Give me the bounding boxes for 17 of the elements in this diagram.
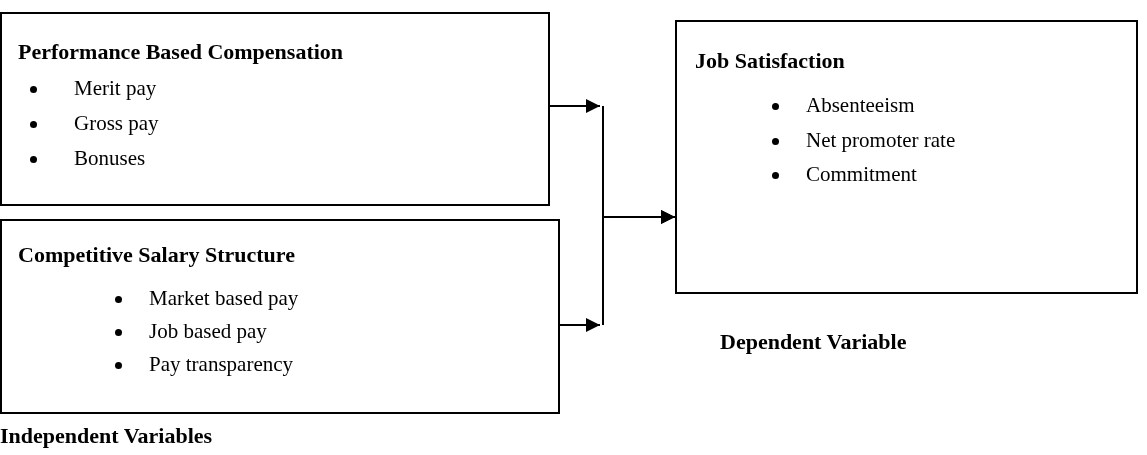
- list-item: Market based pay: [149, 288, 299, 309]
- text-box: [675, 20, 1138, 294]
- list-item: Bonuses: [74, 148, 146, 169]
- list-item: Gross pay: [74, 113, 159, 134]
- box-heading: Job Satisfaction: [695, 50, 845, 72]
- list-item: Absenteeism: [806, 95, 915, 116]
- text-box: [0, 219, 560, 414]
- group-caption: Independent Variables: [0, 425, 213, 447]
- list-item: Pay transparency: [149, 354, 294, 375]
- text-box: [0, 12, 550, 206]
- list-item: Merit pay: [74, 78, 157, 99]
- list-item: Job based pay: [149, 321, 267, 342]
- box-heading: Competitive Salary Structure: [18, 244, 295, 266]
- box-heading: Performance Based Compensation: [18, 41, 344, 63]
- list-item: Commitment: [806, 164, 917, 185]
- box-caption: Dependent Variable: [720, 331, 907, 353]
- list-item: Net promoter rate: [806, 130, 956, 151]
